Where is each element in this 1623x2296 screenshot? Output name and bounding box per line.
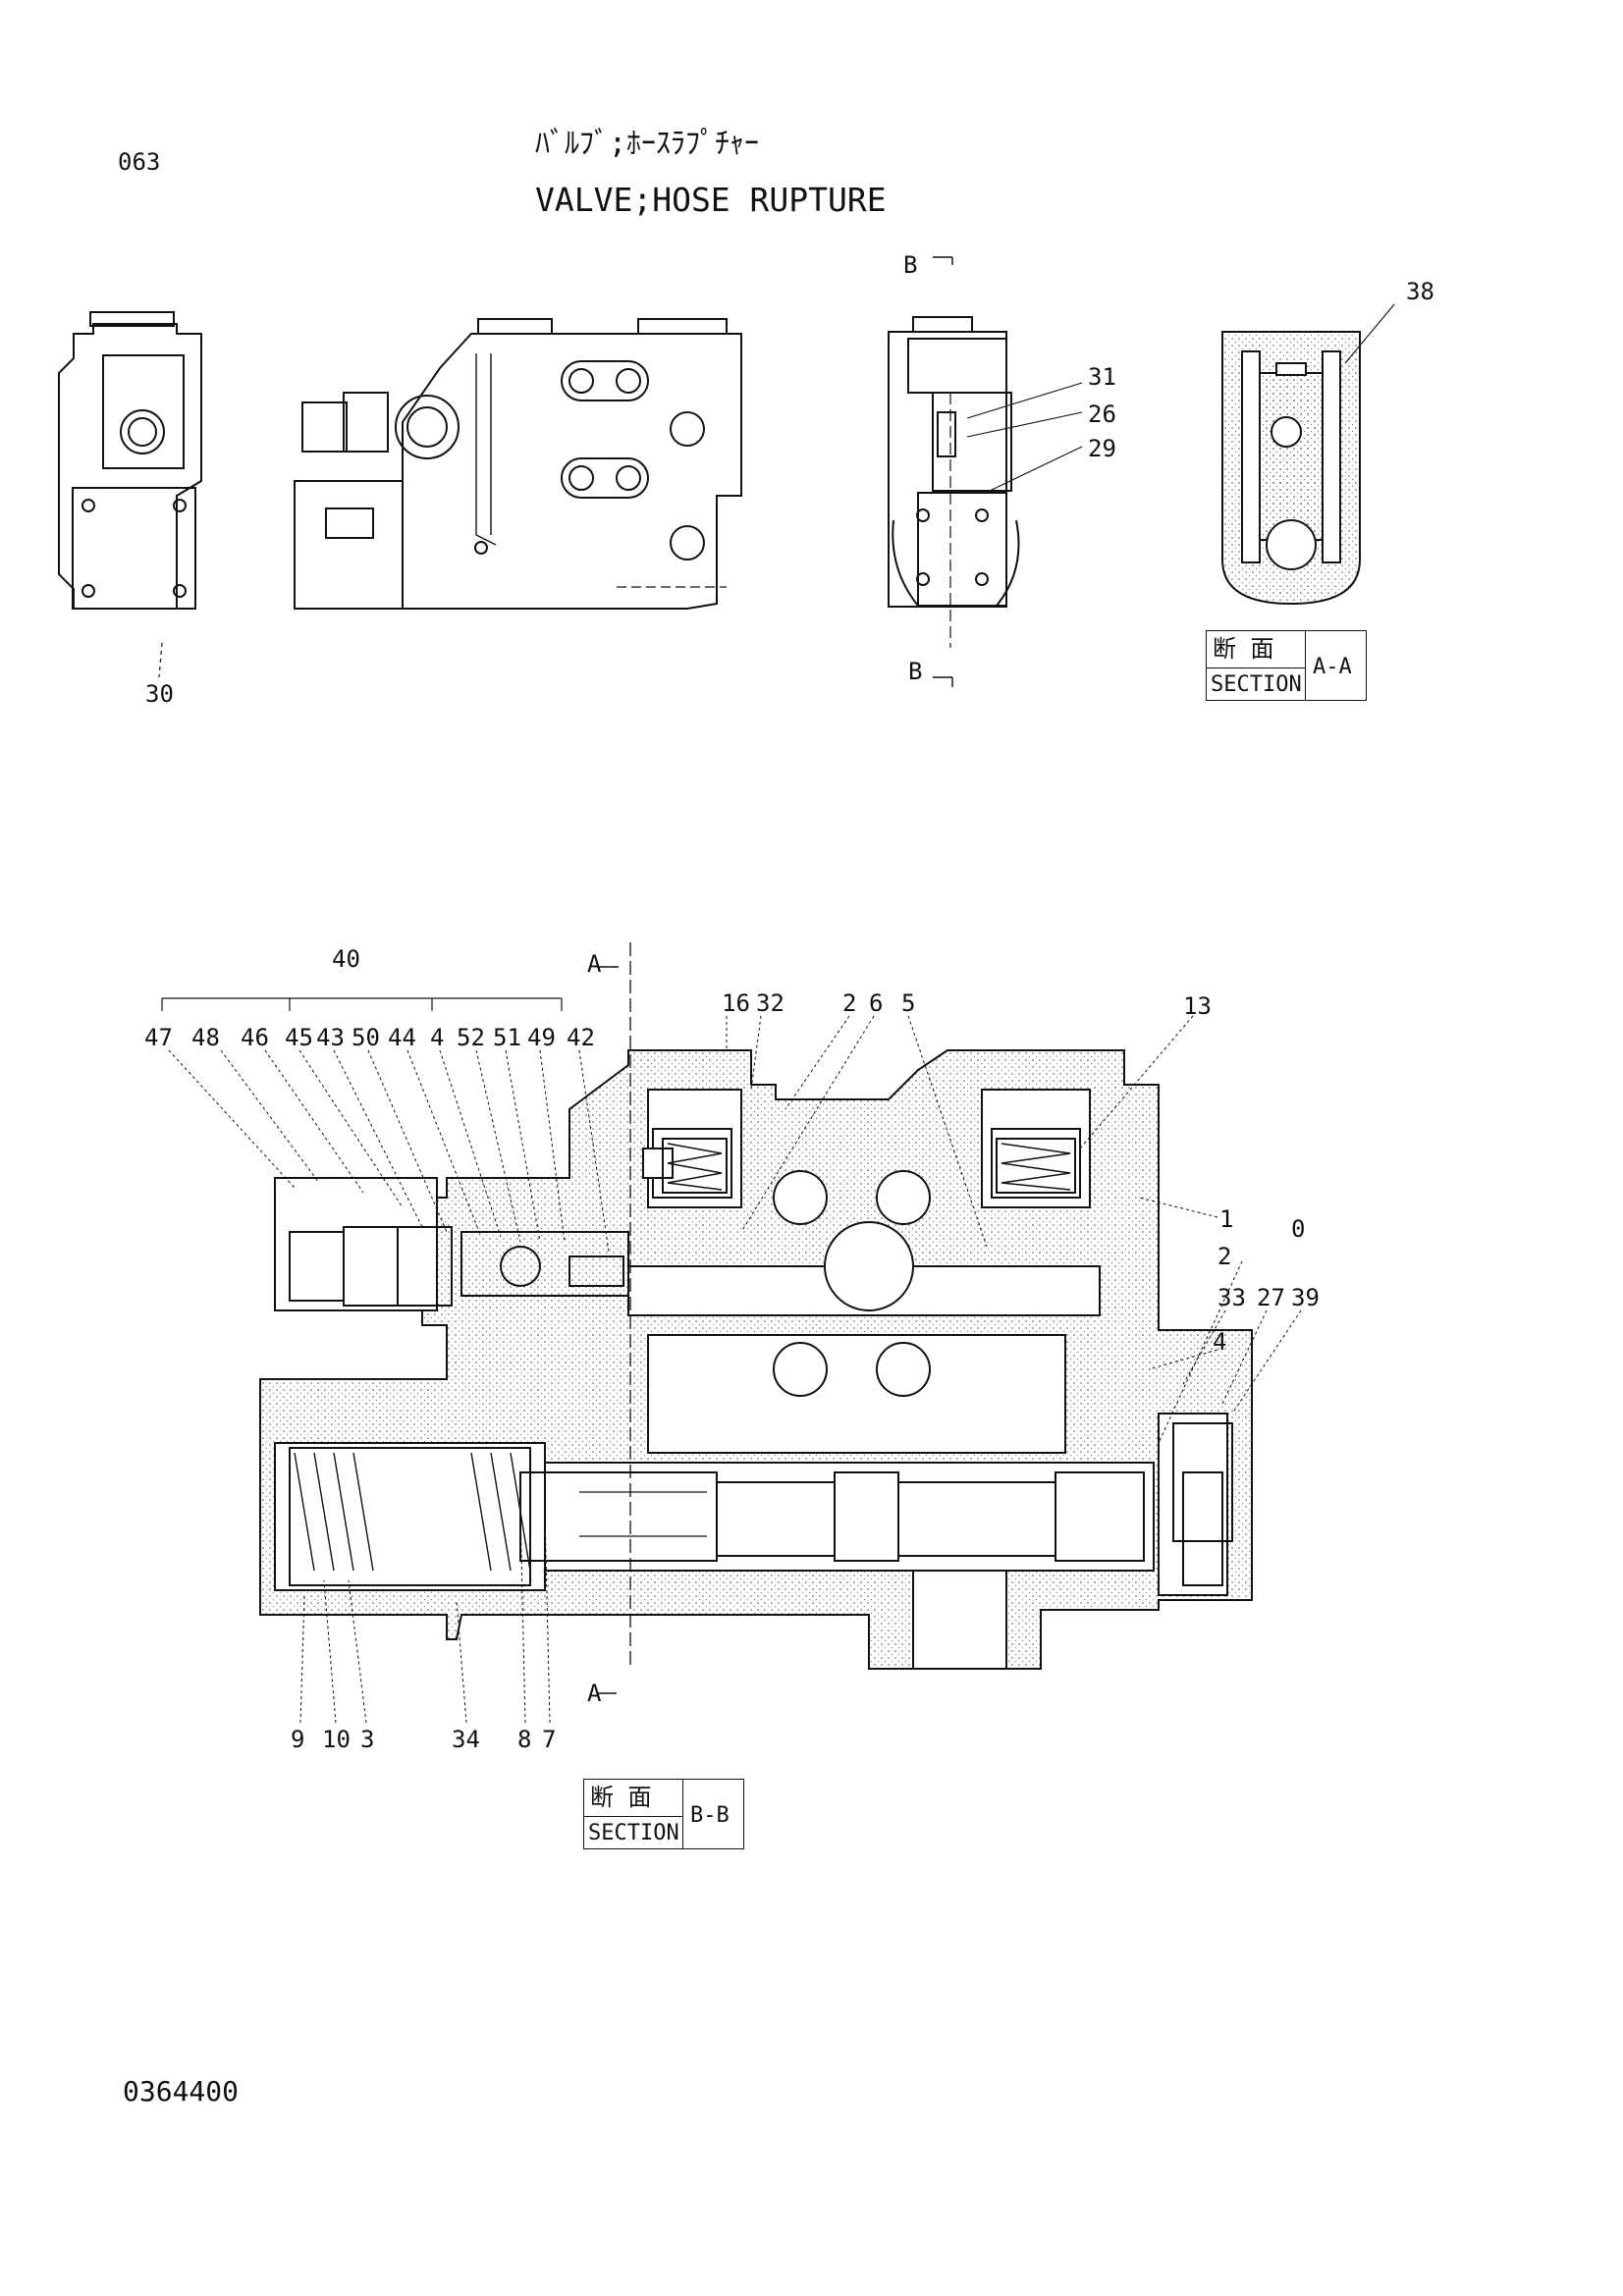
callout-29: 29 xyxy=(1088,435,1116,462)
side-view-left xyxy=(58,311,202,678)
callout-3: 3 xyxy=(360,1726,375,1753)
callout-42: 42 xyxy=(567,1024,595,1051)
section-marker-b-top: B xyxy=(903,251,918,279)
section-marker-b-bottom: B xyxy=(908,658,923,685)
section-a-a-en: SECTION xyxy=(1211,672,1302,697)
callout-6: 6 xyxy=(869,989,884,1017)
callout-27: 27 xyxy=(1257,1284,1285,1311)
callout-0: 0 xyxy=(1291,1215,1306,1243)
callout-40: 40 xyxy=(332,945,360,973)
callout-39: 39 xyxy=(1291,1284,1320,1311)
section-label-b-b: 断 面 SECTION B-B xyxy=(583,1779,744,1849)
section-b-b-id: B-B xyxy=(690,1803,730,1828)
callout-50: 50 xyxy=(352,1024,380,1051)
section-label-a-a: 断 面 SECTION A-A xyxy=(1206,630,1367,701)
callout-16: 16 xyxy=(722,989,750,1017)
callout-30: 30 xyxy=(145,680,174,708)
callout-34: 34 xyxy=(452,1726,480,1753)
side-view-right xyxy=(888,256,1083,687)
callout-13: 13 xyxy=(1183,992,1212,1020)
drawing-number: 0364400 xyxy=(123,2075,240,2108)
callout-2-lower: 2 xyxy=(1217,1243,1232,1270)
group-40-bracket xyxy=(161,997,563,1011)
callout-4-lower: 4 xyxy=(1213,1328,1227,1356)
section-b-b-jp: 断 面 xyxy=(590,1784,652,1811)
callout-46: 46 xyxy=(241,1024,269,1051)
callout-1: 1 xyxy=(1219,1205,1234,1233)
section-a-a-id: A-A xyxy=(1313,655,1352,679)
callout-5: 5 xyxy=(901,989,916,1017)
callout-4-upper: 4 xyxy=(430,1024,445,1051)
section-marker-a-bottom: A xyxy=(587,1680,602,1707)
leader-lines xyxy=(168,1015,1302,1724)
callout-43: 43 xyxy=(316,1024,345,1051)
title-english: VALVE;HOSE RUPTURE xyxy=(535,181,887,219)
callout-10: 10 xyxy=(322,1726,351,1753)
callout-51: 51 xyxy=(493,1024,521,1051)
callout-31: 31 xyxy=(1088,363,1116,391)
callout-47: 47 xyxy=(144,1024,173,1051)
front-view xyxy=(294,318,742,610)
callout-26: 26 xyxy=(1088,400,1116,428)
callout-38: 38 xyxy=(1406,278,1434,305)
section-a-a-jp: 断 面 xyxy=(1213,635,1274,663)
title-japanese: ﾊﾞﾙﾌﾞ;ﾎｰｽﾗﾌﾟﾁｬｰ xyxy=(535,127,760,161)
callout-8: 8 xyxy=(517,1726,532,1753)
section-marker-a-top: A xyxy=(587,950,602,978)
callout-9: 9 xyxy=(291,1726,305,1753)
callout-33: 33 xyxy=(1217,1284,1246,1311)
section-a-a-view xyxy=(1221,303,1395,606)
callout-2-upper: 2 xyxy=(842,989,857,1017)
callout-49: 49 xyxy=(527,1024,556,1051)
section-b-b-en: SECTION xyxy=(588,1821,679,1845)
callout-52: 52 xyxy=(457,1024,485,1051)
callout-45: 45 xyxy=(285,1024,313,1051)
callout-7: 7 xyxy=(542,1726,557,1753)
page-number: 063 xyxy=(118,148,161,176)
callout-48: 48 xyxy=(191,1024,220,1051)
callout-32: 32 xyxy=(756,989,784,1017)
section-b-b-view xyxy=(259,942,1253,1694)
callout-44: 44 xyxy=(388,1024,416,1051)
